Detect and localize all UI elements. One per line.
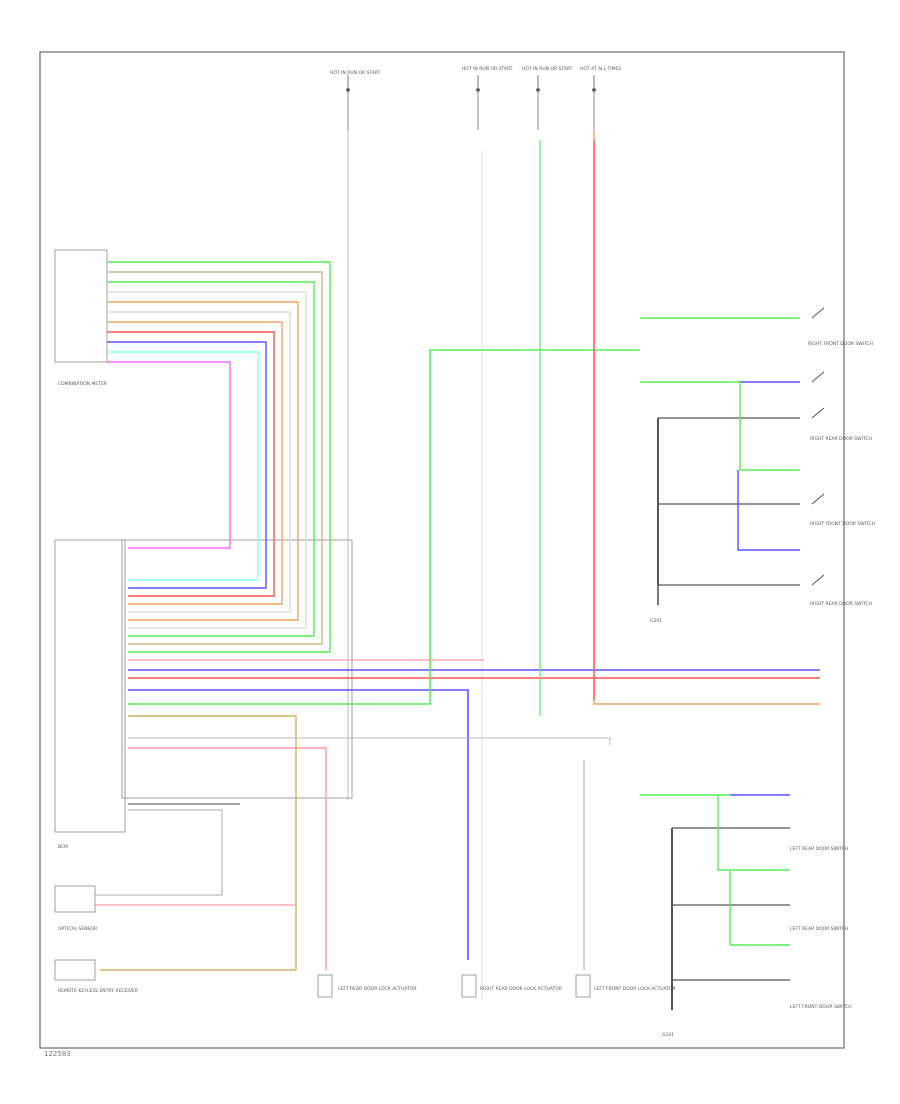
actuator-body-0 <box>317 974 333 998</box>
meter-bundle-wire-9 <box>107 351 259 581</box>
right-switch-blade-3 <box>811 493 825 505</box>
actuator-label-0: LEFT REAR DOOR LOCK ACTUATOR <box>338 986 417 992</box>
top-fuse-label-1: HOT IN RUN OR START <box>462 66 513 72</box>
lower-green-vert-2 <box>729 870 790 946</box>
bcm-connector-block <box>121 539 353 799</box>
actuator-body-2 <box>575 974 591 998</box>
ground-label-1: G101 <box>662 1032 674 1038</box>
meter-bundle-wire-4 <box>107 301 299 621</box>
right-switch-label-0: RIGHT FRONT DOOR SWITCH <box>808 341 873 347</box>
actuator-label-1: RIGHT REAR DOOR LOCK ACTUATOR <box>480 986 562 992</box>
bcm-green-run <box>128 349 640 705</box>
keyless-label: REMOTE KEYLESS ENTRY RECEIVER <box>58 988 138 994</box>
right-switch-blade-2 <box>811 407 825 419</box>
wires-layer <box>54 75 825 1010</box>
top-fuse-label-2: HOT IN RUN OR START <box>522 66 573 72</box>
lower-switch-label-1: LEFT REAR DOOR SWITCH <box>790 926 848 932</box>
actuator-label-2: LEFT FRONT DOOR LOCK ACTUATOR <box>594 986 676 992</box>
meter-bundle-wire-8 <box>107 341 267 589</box>
lower-switch-label-0: LEFT REAR DOOR SWITCH <box>790 846 848 852</box>
lower-switch-label-2: LEFT FRONT DOOR SWITCH <box>790 1004 852 1010</box>
right-blue-vert <box>737 470 800 551</box>
ground-label-0: G201 <box>650 618 662 624</box>
bcm-box <box>54 539 126 833</box>
right-switch-blade-4 <box>811 574 825 586</box>
right-switch-label-2: RIGHT FRONT DOOR SWITCH <box>810 521 875 527</box>
optical-sensor-box <box>54 885 96 913</box>
meter-bundle-wire-6 <box>107 321 283 605</box>
meter-label: COMBINATION METER <box>58 381 107 387</box>
right-switch-blade-1 <box>811 371 825 383</box>
meter-bundle-wire-5 <box>107 311 291 613</box>
bcm-gray-wire <box>128 737 611 745</box>
meter-bundle-wire-2 <box>107 281 315 637</box>
actuator-pink-wire <box>128 747 327 970</box>
labels-layer: HOT IN RUN OR START HOT IN RUN OR START HO… <box>58 66 875 1038</box>
keyless-receiver-box <box>54 959 96 981</box>
combination-meter-box <box>54 249 108 363</box>
actuator-body-1 <box>461 974 477 998</box>
footer-code: 122583 <box>44 1050 71 1058</box>
meter-bundle-wire-7 <box>107 331 275 597</box>
meter-bundle-wire-10 <box>107 361 231 549</box>
right-green-vert <box>739 382 800 471</box>
bcm-blue-run-2 <box>128 689 469 960</box>
sensor-label: OPTICAL SENSOR <box>58 926 97 932</box>
top-fuse-label-0: HOT IN RUN OR START <box>330 70 381 76</box>
right-switch-blade-0 <box>811 307 825 319</box>
meter-bundle-wire-0 <box>107 261 331 653</box>
diagram-frame <box>39 51 845 1049</box>
sensor-gray-wire <box>95 809 223 896</box>
bcm-label: BCM <box>58 844 68 850</box>
bcm-orange-run <box>593 130 820 705</box>
top-fuse-label-3: HOT AT ALL TIMES <box>580 66 621 72</box>
meter-bundle-wire-1 <box>107 271 323 645</box>
meter-bundle-wire-3 <box>107 291 307 629</box>
actuator-tan-wire <box>100 715 297 971</box>
lower-green-vert <box>717 795 790 871</box>
right-switch-label-3: RIGHT REAR DOOR SWITCH <box>810 601 872 607</box>
right-switch-label-1: RIGHT REAR DOOR SWITCH <box>810 436 872 442</box>
